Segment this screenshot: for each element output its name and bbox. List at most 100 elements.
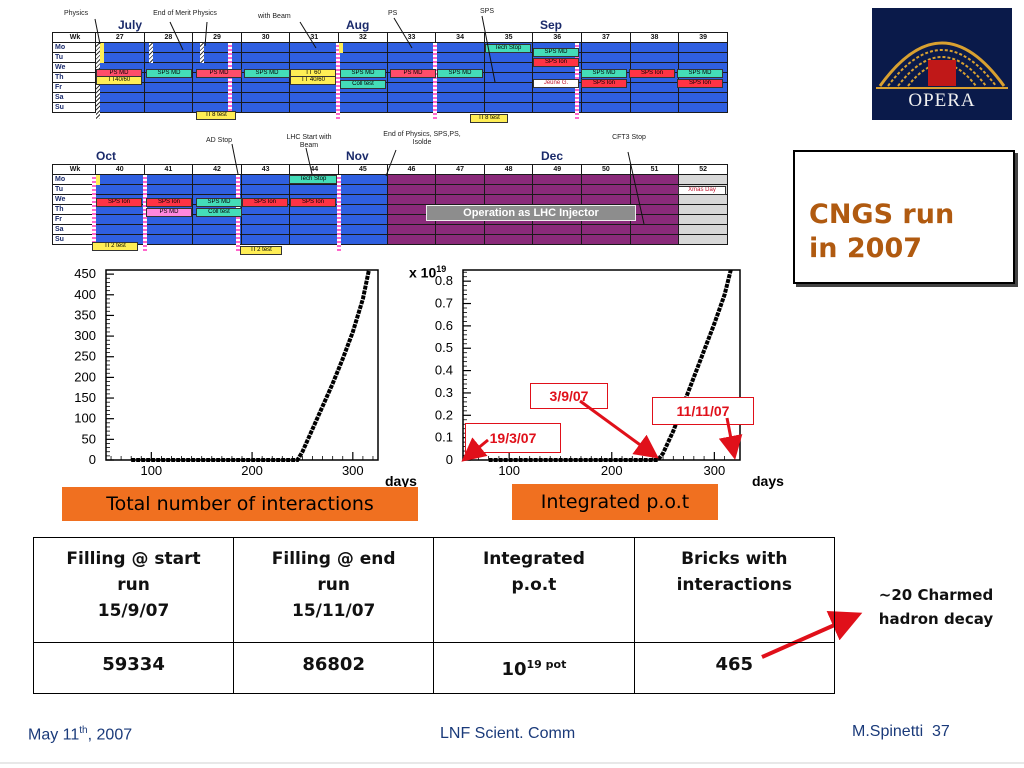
y-tick-label: 100	[74, 411, 96, 426]
event-ti8-test: TI 8 test	[196, 111, 236, 120]
footer-date: May 11th, 2007	[28, 725, 133, 744]
y-tick-label: 0.4	[435, 363, 453, 378]
event-jeune: Jeûne G.	[533, 79, 579, 88]
event-ti2-test: TI 2 test	[92, 242, 138, 251]
row-label: Su	[52, 102, 96, 113]
event-sps-md: SPS MD	[677, 69, 723, 78]
title-line-2: in 2007	[809, 233, 923, 264]
series-line	[131, 269, 371, 462]
schedule-cell	[240, 234, 291, 245]
note-ps: PS	[388, 10, 398, 17]
day-row: Tu	[52, 52, 728, 63]
value-integrated-pot: 1019 pot	[433, 642, 635, 694]
event-ps-md: PS MD	[196, 69, 242, 78]
pink-marker	[228, 43, 232, 119]
caption-total-interactions: Total number of interactions	[62, 487, 418, 521]
y-tick-label: 0	[89, 452, 96, 467]
schedule-bottom-arrows	[231, 143, 645, 225]
event-sps-ion: SPS Ion	[677, 79, 723, 88]
event-sps-md: SPS MD	[146, 69, 192, 78]
event-ps-md: PS MD	[390, 69, 436, 78]
event-tt40-60: TT 40/60	[290, 76, 336, 85]
y-tick-label: 0.2	[435, 407, 453, 422]
event-ti8-test: TI 8 test	[470, 114, 508, 123]
hatch-marker	[149, 43, 153, 63]
event-sps-ion: SPS Ion	[290, 198, 336, 207]
pink-marker	[337, 175, 341, 251]
note-ad-stop: AD Stop	[206, 137, 233, 144]
opera-logo: OPERA	[872, 8, 1012, 120]
lhc-injector-label: Operation as LHC Injector	[426, 205, 636, 221]
event-xmas-day: Xmas Day	[678, 186, 726, 195]
y-tick-label: 50	[82, 431, 96, 446]
chart1-xlabel: days	[385, 473, 417, 489]
y-tick-label: 400	[74, 287, 96, 302]
theatre-icon	[876, 41, 1008, 89]
footer-divider	[0, 762, 1024, 764]
pot-unit-label: x 1019	[409, 264, 447, 281]
y-tick-label: 0.1	[435, 430, 453, 445]
plot-frame	[105, 269, 379, 461]
event-sps-md: SPS MD	[244, 69, 290, 78]
pink-marker	[336, 43, 340, 119]
x-tick-label: 100	[498, 463, 520, 478]
y-tick-label: 200	[74, 369, 96, 384]
event-sps-ion: SPS Ion	[242, 198, 288, 207]
event-sps-ion: SPS Ion	[96, 198, 142, 207]
x-tick-label: 100	[140, 463, 162, 478]
event-sps-md: SPS MD	[340, 69, 386, 78]
day-row: Su	[52, 234, 728, 245]
page-number: 37	[932, 723, 950, 740]
note-cft3-stop: CFT3 Stop	[612, 134, 646, 141]
schedule-cell	[678, 102, 728, 113]
day-row: Sa	[52, 224, 728, 235]
y-tick-label: 450	[74, 266, 96, 281]
event-ps-md: PS MD	[146, 208, 192, 217]
month-dec: Dec	[541, 149, 564, 163]
y-tick-label: 0.8	[435, 273, 453, 288]
note-end-merit: End of Merit Physics	[153, 10, 217, 17]
event-sps-md: SPS MD	[581, 69, 627, 78]
pink-marker	[143, 175, 147, 251]
pink-marker	[92, 175, 96, 251]
caption-integrated-pot: Integrated p.o.t	[512, 484, 718, 520]
yellow-marker	[96, 175, 100, 185]
logo-text: OPERA	[908, 90, 976, 111]
y-tick-label: 0.7	[435, 296, 453, 311]
event-sps-ion: SPS Ion	[581, 79, 627, 88]
value-filling-start: 59334	[32, 642, 235, 694]
y-tick-label: 250	[74, 349, 96, 364]
pink-marker	[433, 43, 437, 119]
chart2-xlabel: days	[752, 473, 784, 489]
note-sps: SPS	[480, 8, 495, 15]
annotation-3-9-07: 3/9/07	[530, 383, 608, 409]
x-tick-label: 200	[601, 463, 623, 478]
y-tick-label: 300	[74, 328, 96, 343]
hatch-marker	[200, 43, 204, 63]
note-physics: Physics	[64, 10, 89, 17]
y-tick-label: 0.5	[435, 340, 453, 355]
month-nov: Nov	[346, 149, 369, 163]
event-sps-ion: SPS Ion	[146, 198, 192, 207]
value-bricks: 465	[633, 642, 836, 694]
schedule-cell	[435, 234, 485, 245]
event-sps-ion: SPS Ion	[629, 69, 675, 78]
annotation-19-3-07: 19/3/07	[465, 423, 561, 453]
yellow-marker	[100, 43, 104, 63]
month-oct: Oct	[96, 149, 117, 163]
note-with-beam: with Beam	[258, 13, 291, 20]
event-tech-stop: Tech Stop	[485, 44, 531, 53]
event-sps-md: SPS MD	[533, 48, 579, 57]
yellow-marker	[339, 43, 343, 53]
footer-author: M.Spinetti 37	[852, 723, 950, 740]
y-tick-label: 0	[446, 452, 453, 467]
slide-title: CNGS run in 2007	[809, 198, 954, 266]
note-end-physics: End of Physics, SPS,PS, Isolde	[383, 131, 461, 146]
event-tt40: TT40/60	[96, 76, 142, 85]
